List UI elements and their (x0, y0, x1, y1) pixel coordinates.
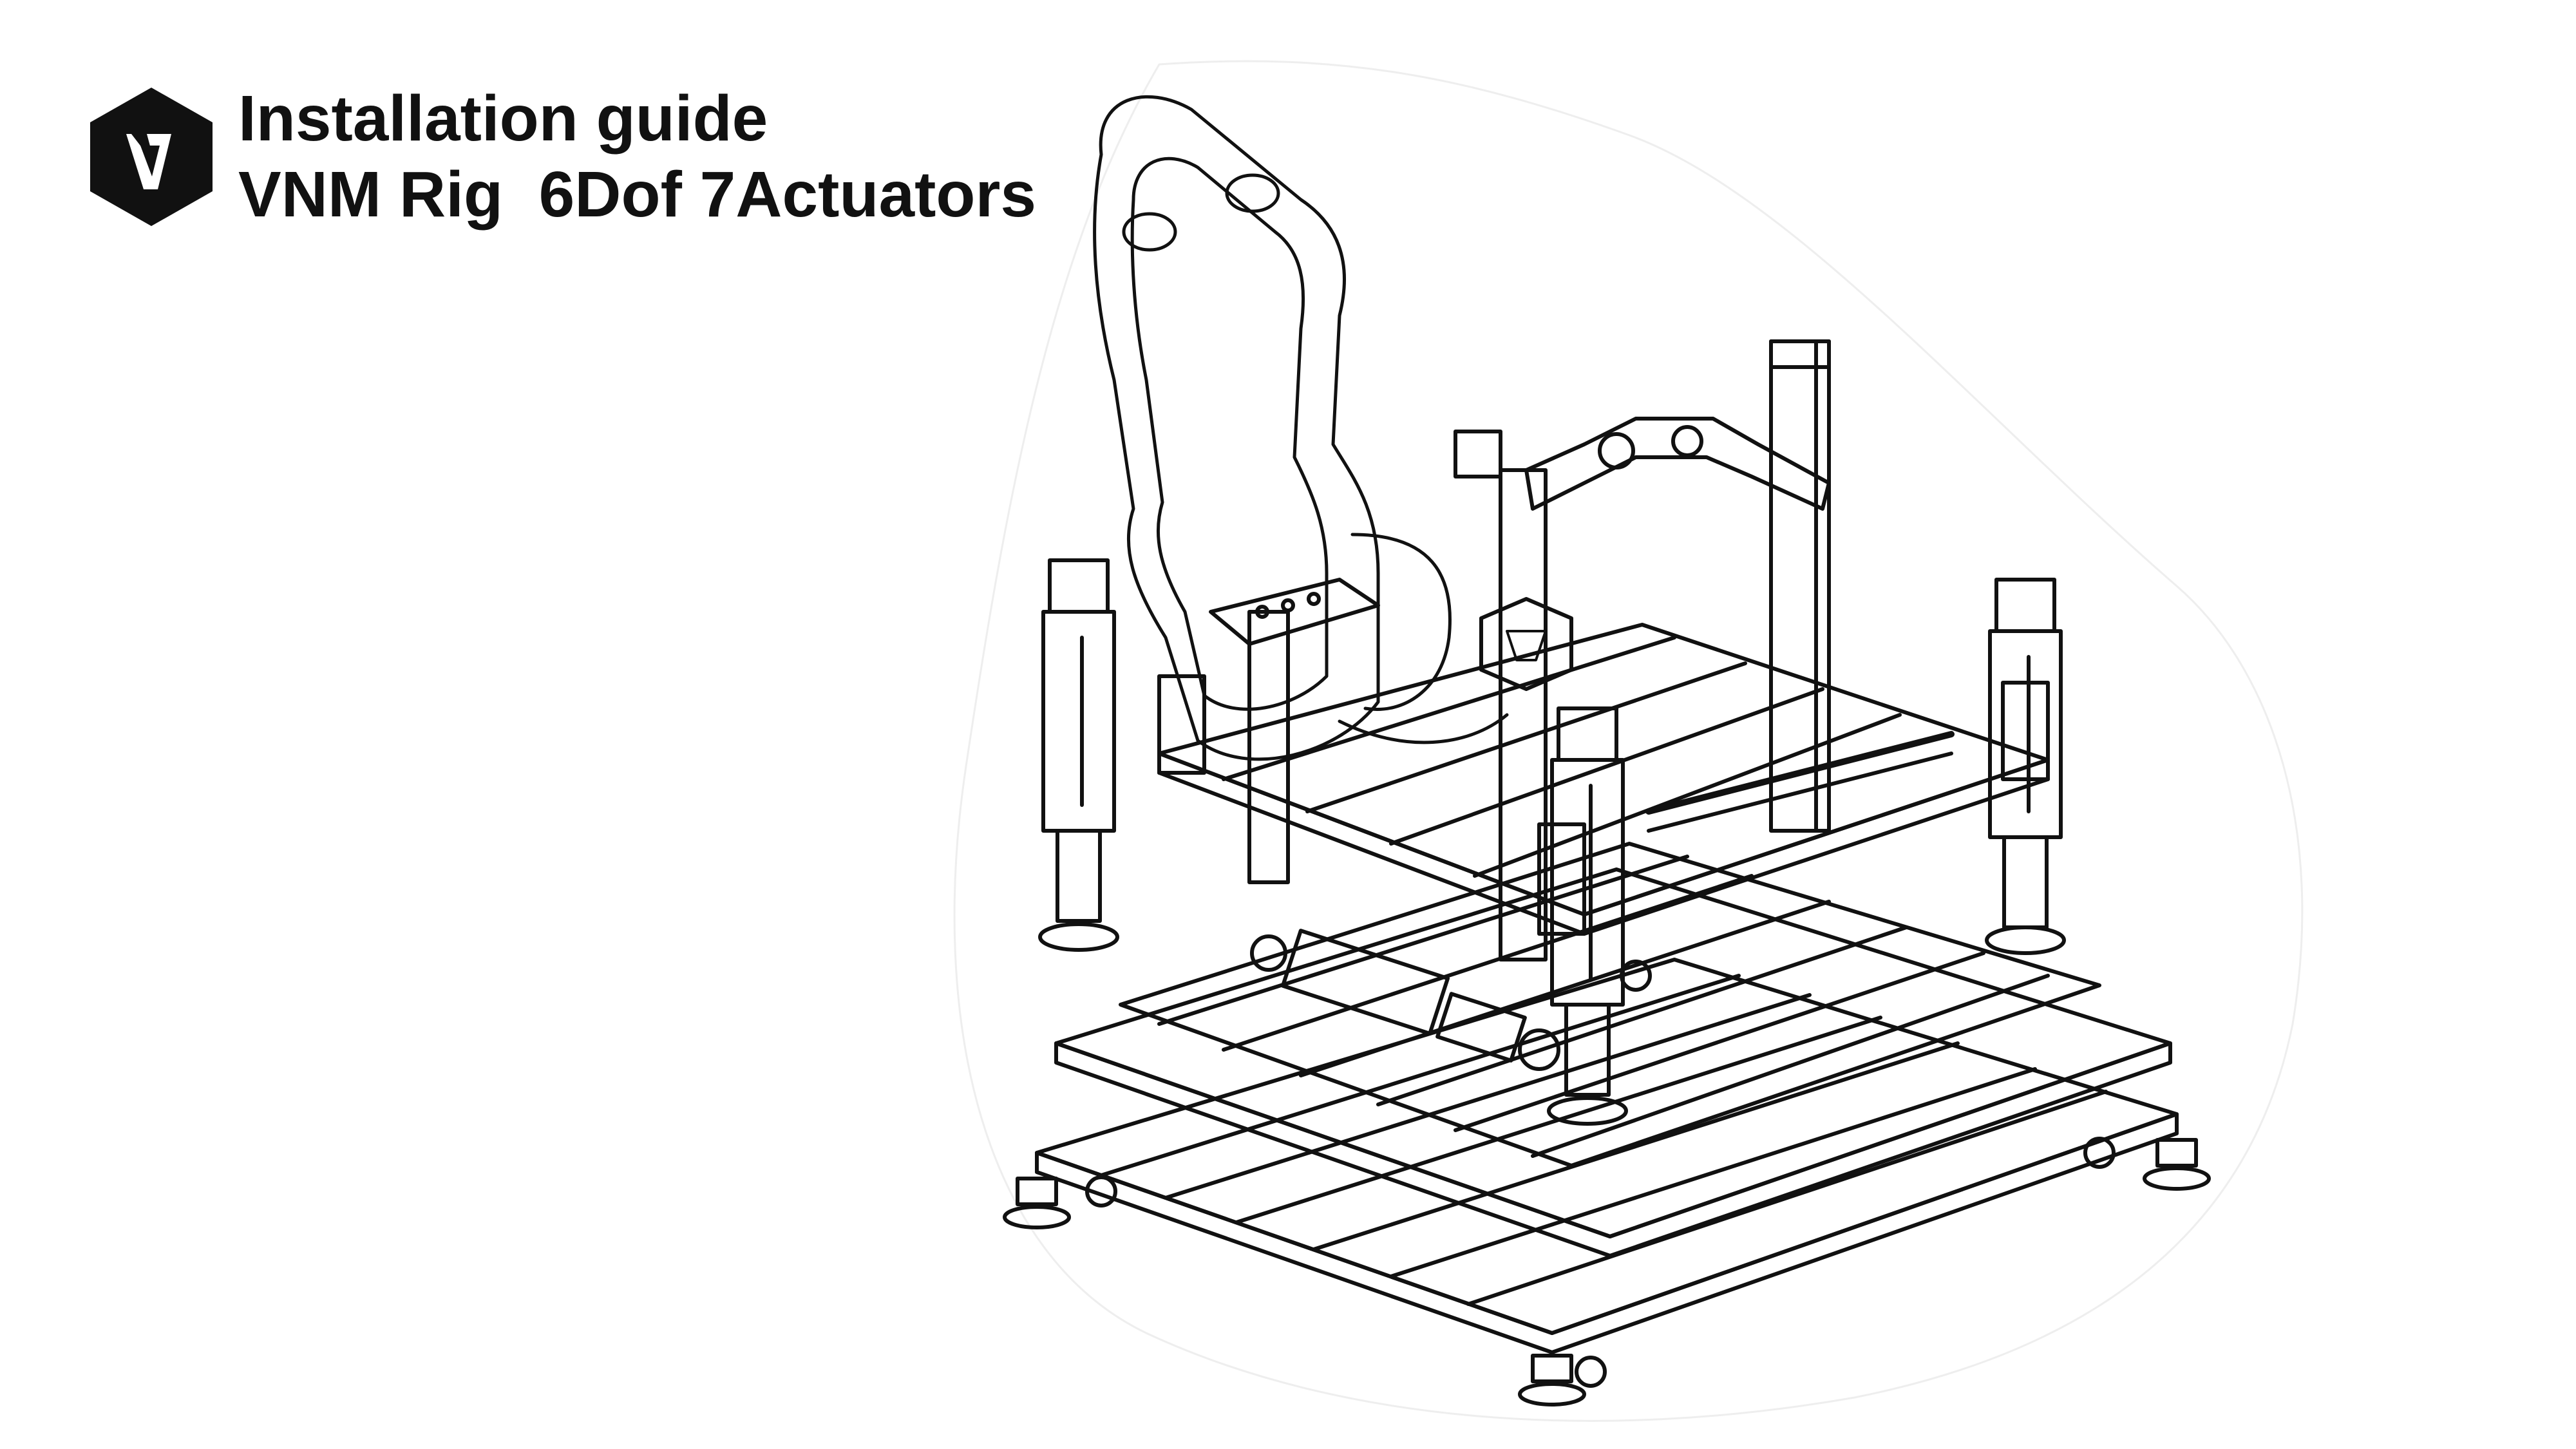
wheel-upright (1209, 339, 1955, 961)
actuators (1038, 430, 2066, 1126)
vnm-hexagon-logo-icon (90, 87, 213, 226)
header: Installation guide VNM Rig 6Dof 7Actuato… (90, 80, 1036, 232)
racing-seat (1093, 95, 1509, 761)
title-installation-guide: Installation guide (238, 82, 768, 155)
upper-frame (1157, 623, 2050, 936)
title-block: Installation guide VNM Rig 6Dof 7Actuato… (238, 80, 1036, 232)
motion-rig-line-drawing-icon (953, 60, 2304, 1422)
title-product-name: VNM Rig 6Dof 7Actuators (238, 158, 1037, 231)
middle-platform (1054, 842, 2172, 1258)
